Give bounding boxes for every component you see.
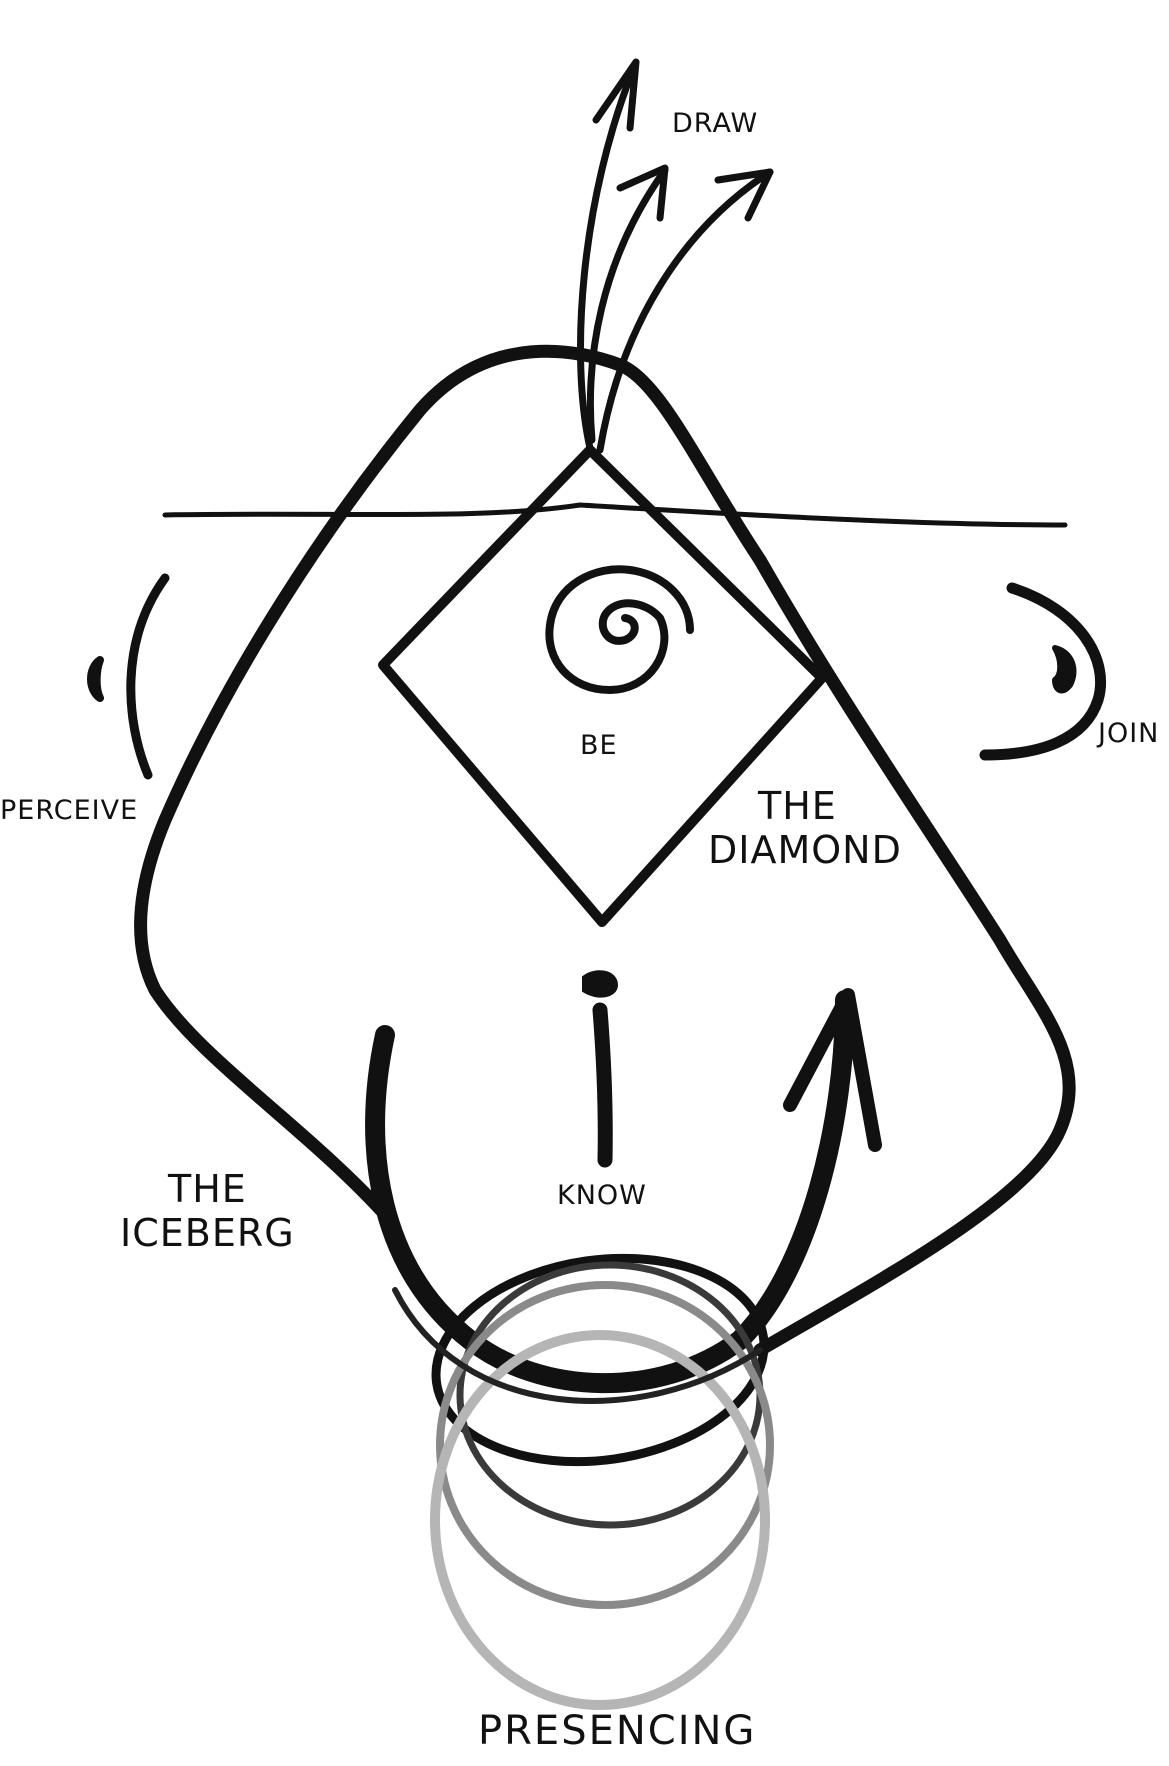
draw-arrow-right-head bbox=[714, 168, 774, 222]
label-the-iceberg-line1: THE bbox=[168, 1167, 247, 1211]
label-the-iceberg-line2: ICEBERG bbox=[120, 1210, 295, 1255]
label-the-diamond-line1: THE bbox=[758, 784, 837, 828]
know-glyph-dot bbox=[582, 970, 619, 998]
presencing-loop-4 bbox=[430, 1330, 770, 1710]
presencing-loop-1 bbox=[431, 1253, 769, 1467]
label-the-diamond-line2: DIAMOND bbox=[708, 827, 902, 872]
draw-arrow-left-head bbox=[592, 58, 640, 132]
presencing-loop-2 bbox=[456, 1261, 764, 1529]
spiral-icon bbox=[545, 565, 694, 695]
label-perceive: PERCEIVE bbox=[0, 795, 139, 826]
know-glyph-stem bbox=[592, 1002, 613, 1168]
draw-arrow-middle bbox=[586, 166, 669, 444]
left-crescent-arc bbox=[126, 573, 170, 780]
inner-diamond bbox=[378, 445, 827, 927]
right-crescent-arc bbox=[979, 582, 1107, 761]
label-know: KNOW bbox=[557, 1180, 647, 1211]
presencing-swoosh bbox=[392, 1287, 763, 1404]
presencing-loop-3 bbox=[436, 1281, 774, 1609]
label-join: JOIN bbox=[1098, 718, 1160, 749]
draw-arrow-left bbox=[577, 61, 639, 452]
label-the-diamond: THE DIAMOND bbox=[708, 784, 902, 872]
label-be: BE bbox=[580, 730, 618, 761]
draw-arrow-right bbox=[596, 168, 774, 454]
u-flow-arrow-left-stroke bbox=[365, 1025, 750, 1394]
left-small-moon-icon bbox=[87, 656, 104, 702]
right-small-moon-icon bbox=[1052, 645, 1077, 694]
label-draw: DRAW bbox=[672, 108, 759, 139]
u-flow-arrow-head bbox=[783, 988, 882, 1152]
draw-arrow-middle-head bbox=[616, 164, 669, 222]
label-the-iceberg: THE ICEBERG bbox=[120, 1167, 295, 1255]
u-flow-arrow-right-stroke bbox=[730, 990, 855, 1350]
label-presencing: PRESENCING bbox=[478, 1708, 757, 1754]
waterline bbox=[162, 502, 1068, 528]
